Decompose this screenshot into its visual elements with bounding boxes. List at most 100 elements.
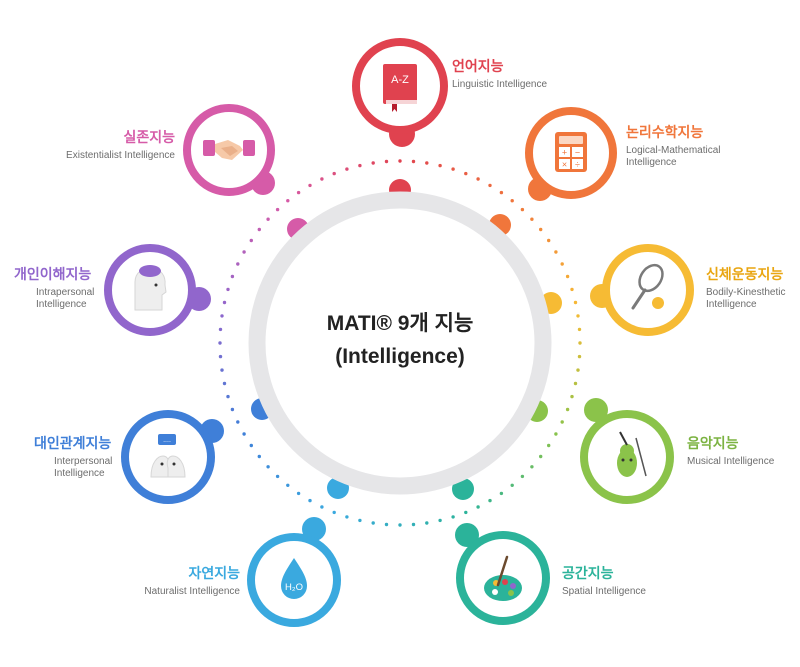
ring-dot (425, 521, 429, 525)
label-musical-en: Musical Intelligence (687, 455, 775, 467)
ring-dot (576, 368, 580, 372)
ring-dot (554, 250, 558, 254)
calculator-icon: + − × ÷ (555, 132, 587, 172)
node-spatial (455, 523, 550, 625)
ring-dot (257, 454, 261, 459)
label-bodily-ko: 신체운동지능 (706, 266, 784, 282)
ring-dot (530, 465, 534, 469)
connector-spatial (452, 478, 474, 500)
ring-dot (573, 300, 578, 305)
ring-dot (565, 407, 570, 412)
center-title-line2: (Intelligence) (335, 344, 465, 368)
ring-dot (384, 159, 389, 164)
ring-dot (411, 159, 416, 164)
label-linguistic-ko: 언어지능 (452, 58, 504, 74)
ring-dot (573, 381, 578, 386)
ring-dot (266, 465, 270, 469)
ring-dot (398, 523, 402, 527)
water-drop-icon: H₂O (281, 558, 307, 599)
head-icon (134, 265, 167, 311)
svg-text:−: − (575, 148, 580, 158)
center-title: MATI® 9개 지능 (Intelligence) (250, 308, 550, 373)
ring-dot (296, 491, 301, 496)
node-logical: + − × ÷ (525, 107, 617, 201)
ring-dot (358, 163, 362, 168)
svg-text:+: + (562, 148, 567, 158)
label-spatial: 공간지능 Spatial Intelligence (562, 565, 692, 598)
ring-dot (411, 522, 416, 527)
label-interpersonal: 대인관계지능 Interpersonal Intelligence (34, 435, 124, 481)
conversation-icon: .... (150, 434, 186, 478)
center-ring (248, 191, 552, 495)
label-interpersonal-en: Interpersonal Intelligence (54, 455, 113, 480)
label-musical: 음악지능 Musical Intelligence (687, 435, 777, 468)
ring-dot (384, 522, 389, 527)
ring-dot (226, 287, 230, 292)
svg-text:....: .... (163, 437, 171, 444)
ring-dot (242, 432, 246, 436)
ring-dot (570, 287, 574, 292)
label-existentialist: 실존지능 Existentialist Intelligence (40, 129, 175, 162)
ring-dot (266, 217, 270, 221)
ring-dot (398, 159, 402, 163)
ring-dot (242, 250, 246, 254)
ring-dot (371, 161, 375, 165)
ring-dot (464, 510, 468, 515)
ring-dot (476, 505, 480, 509)
ring-dot (218, 327, 223, 332)
ring-dot (510, 483, 514, 487)
label-naturalist-ko: 자연지능 (188, 565, 240, 581)
ring-dot (438, 163, 442, 168)
ring-dot (577, 354, 582, 359)
ring-dot (220, 368, 224, 372)
label-intrapersonal-ko: 개인이해지능 (14, 266, 92, 282)
label-intrapersonal-en: Intrapersonal Intelligence (36, 286, 95, 311)
ring-dot (218, 341, 222, 345)
svg-text:A-Z: A-Z (391, 74, 409, 86)
ring-dot (286, 199, 290, 203)
label-existentialist-en: Existentialist Intelligence (66, 149, 175, 161)
ring-dot (464, 171, 468, 176)
label-logical-en: Logical-Mathematical Intelligence (626, 144, 721, 169)
ring-dot (520, 207, 525, 212)
ring-dot (539, 227, 543, 232)
ring-dot (332, 510, 336, 515)
ring-dot (230, 274, 235, 279)
dotted-ring (218, 159, 582, 527)
label-bodily: 신체운동지능 Bodily-Kinesthetic Intelligence (706, 266, 796, 312)
ring-dot (576, 314, 580, 318)
ring-dot (236, 262, 240, 266)
book-icon: A-Z (383, 64, 417, 112)
ring-dot (358, 518, 362, 523)
ring-dot (499, 190, 504, 195)
label-intrapersonal: 개인이해지능 Intrapersonal Intelligence (14, 266, 104, 312)
ring-dot (560, 420, 564, 424)
ring-dot (320, 505, 324, 509)
ring-dot (296, 190, 301, 195)
label-existentialist-ko: 실존지능 (123, 129, 175, 145)
ring-dot (320, 177, 324, 181)
violin-icon (617, 431, 647, 477)
svg-text:H₂O: H₂O (285, 582, 303, 593)
ring-dot (560, 262, 564, 266)
ring-dot (520, 474, 525, 479)
ring-dot (332, 171, 336, 176)
ring-dot (451, 167, 455, 171)
ring-dot (565, 274, 570, 279)
label-linguistic-en: Linguistic Intelligence (452, 78, 548, 90)
ring-dot (539, 454, 543, 459)
ring-dot (257, 227, 261, 232)
ring-dot (286, 483, 290, 487)
label-logical-ko: 논리수학지능 (626, 124, 704, 140)
ring-dot (275, 207, 280, 212)
label-naturalist: 자연지능 Naturalist Intelligence (110, 565, 240, 598)
node-bodily (590, 244, 694, 336)
label-naturalist-en: Naturalist Intelligence (144, 585, 240, 597)
node-interpersonal: .... (121, 410, 224, 504)
ring-dot (570, 394, 574, 399)
ring-dot (476, 177, 480, 181)
center-title-line1: MATI® 9개 지능 (326, 312, 474, 335)
ring-dot (578, 341, 582, 345)
